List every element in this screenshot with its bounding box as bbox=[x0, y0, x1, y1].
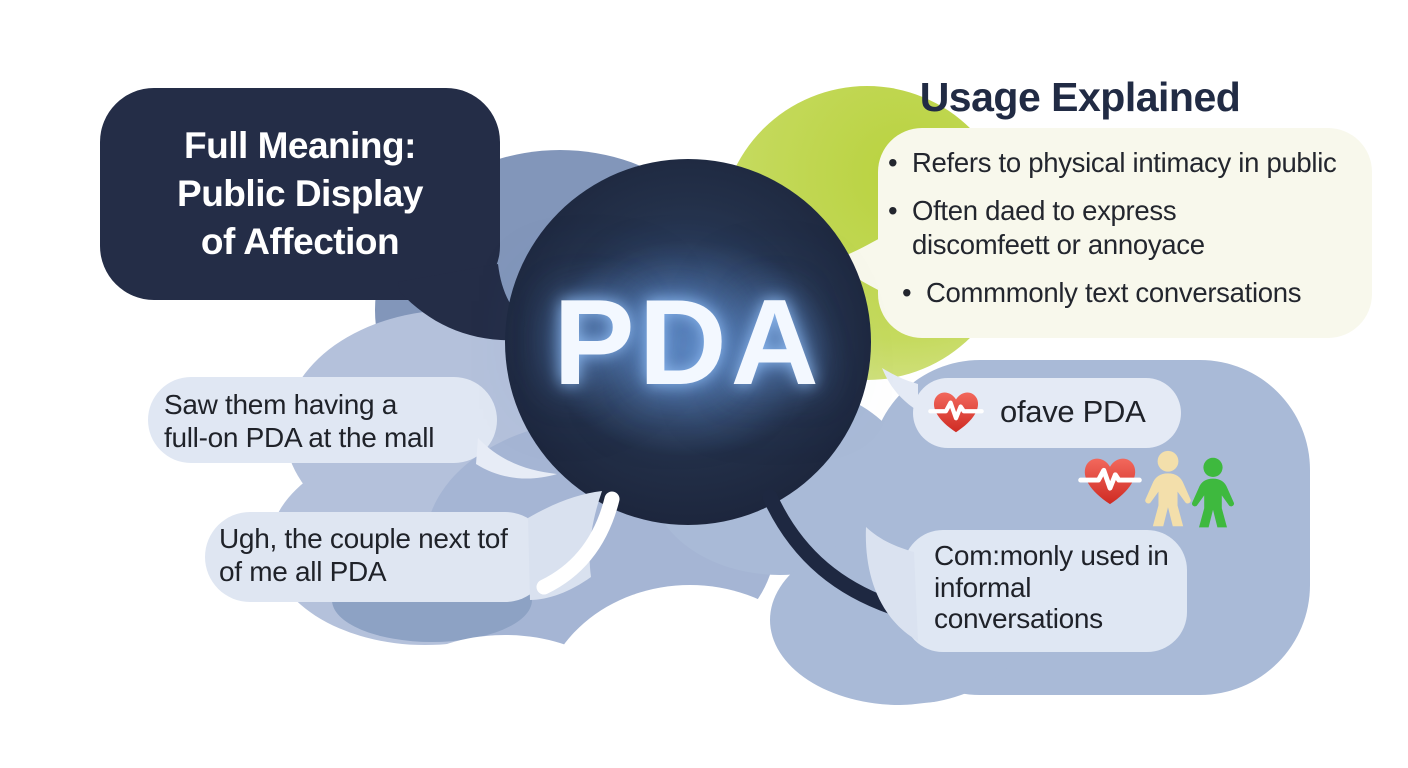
usage-panel-tail bbox=[828, 236, 886, 294]
cloud-scallop bbox=[375, 635, 635, 768]
bullet-dot: • bbox=[888, 194, 898, 226]
message-line: Ugh, the couple next tof bbox=[219, 523, 508, 554]
chat-bubble-3-shape bbox=[882, 368, 1181, 448]
bullet-line: Often daed to express bbox=[912, 194, 1177, 226]
bullet-text: Commmonly text conversations bbox=[926, 276, 1302, 308]
meaning-line: Public Display bbox=[177, 172, 423, 214]
bullet-line: discomfeett or annoyace bbox=[912, 229, 1205, 261]
person-icon-cream bbox=[1145, 450, 1191, 527]
bullet-text: Refers to physical intimacy in public bbox=[912, 147, 1337, 178]
acronym-text: PDA bbox=[553, 274, 823, 410]
bullet-dot: • bbox=[902, 276, 912, 308]
person-icon-green bbox=[1191, 457, 1235, 528]
connector-line bbox=[762, 489, 903, 616]
usage-heading: Usage Explained bbox=[919, 74, 1241, 120]
usage-bullets: • Refers to physical intimacy in public … bbox=[888, 146, 1388, 324]
pda-glow bbox=[543, 240, 833, 456]
usage-panel-bubble bbox=[828, 128, 1372, 338]
message-line: full-on PDA at the mall bbox=[164, 421, 435, 453]
meaning-line: of Affection bbox=[200, 221, 400, 263]
heartbeat-heart-icon bbox=[1078, 458, 1142, 505]
message-line: conversations bbox=[934, 603, 1103, 635]
usage-bullet-1: • Refers to physical intimacy in public bbox=[888, 146, 1388, 181]
usage-bullet-3: • Commmonly text conversations bbox=[888, 276, 1388, 311]
message-line: informal bbox=[934, 571, 1032, 603]
chat-message-3: ofave PDA bbox=[1000, 394, 1146, 429]
meaning-bubble: Full Meaning: Public Display of Affectio… bbox=[100, 88, 500, 300]
meaning-line: Full Meaning: bbox=[184, 124, 416, 166]
chat-message-1: Saw them having a full-on PDA at the mal… bbox=[164, 389, 434, 455]
heartbeat-heart-icon bbox=[928, 392, 984, 433]
message-line: of me all PDA bbox=[219, 555, 387, 587]
message-line: Com:monly used in bbox=[934, 540, 1169, 571]
chat-bubble-1-shape bbox=[148, 377, 557, 479]
bullet-dot: • bbox=[888, 147, 898, 178]
chat-bubble-4-shape bbox=[865, 527, 1187, 652]
chat-bubble-2-shape bbox=[205, 491, 620, 602]
chat-message-2: Ugh, the couple next tof of me all PDA bbox=[219, 523, 508, 589]
message-line: Saw them having a bbox=[164, 389, 398, 420]
chat-message-4: Com:monly used in informal conversations bbox=[934, 540, 1169, 635]
